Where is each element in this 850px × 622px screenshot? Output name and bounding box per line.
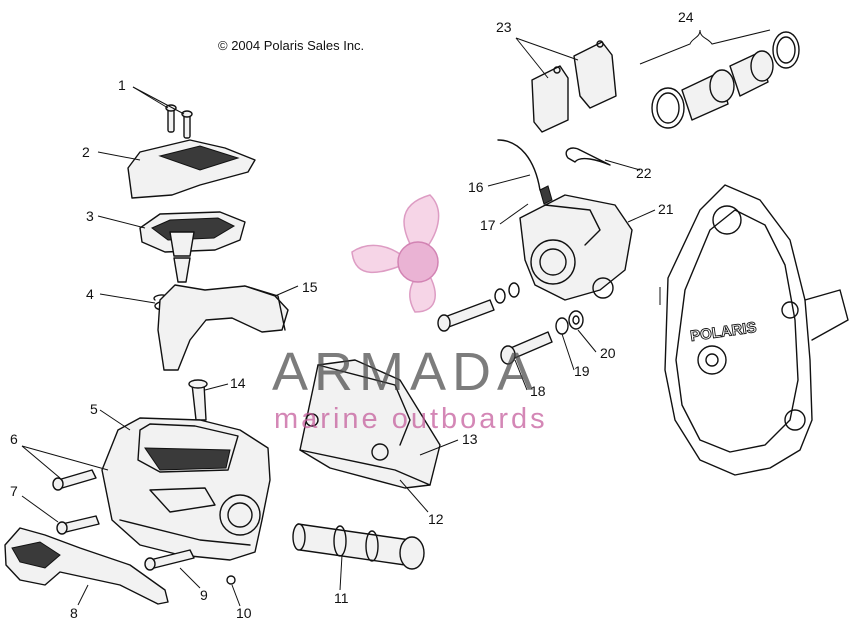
brand-mark: POLARIS bbox=[689, 319, 757, 345]
callout-22: 22 bbox=[636, 165, 652, 181]
part-1-screws bbox=[165, 104, 193, 139]
callout-17: 17 bbox=[480, 217, 496, 233]
callout-6: 6 bbox=[10, 431, 18, 447]
callout-20: 20 bbox=[600, 345, 616, 361]
leader-lines bbox=[21, 29, 771, 607]
callout-1: 1 bbox=[118, 77, 126, 93]
watermark-title: ARMADA bbox=[272, 342, 539, 402]
part-3-diaphragm bbox=[139, 211, 246, 283]
part-18-20-bolts-washers bbox=[437, 282, 584, 365]
callout-12: 12 bbox=[428, 511, 444, 527]
copyright-text: © 2004 Polaris Sales Inc. bbox=[218, 38, 364, 53]
callout-labels: 1 2 3 4 5 6 7 8 9 10 11 12 13 14 15 16 1… bbox=[10, 9, 694, 621]
callout-18: 18 bbox=[530, 383, 546, 399]
callout-11: 11 bbox=[334, 590, 349, 606]
watermark-logo bbox=[351, 194, 440, 313]
callout-7: 7 bbox=[10, 483, 18, 499]
part-16-brake-line bbox=[497, 139, 541, 191]
part-14-pin bbox=[188, 379, 208, 421]
part-24-cylinder-seals bbox=[651, 31, 800, 129]
callout-19: 19 bbox=[574, 363, 590, 379]
callout-16: 16 bbox=[468, 179, 484, 195]
part-6-screw bbox=[52, 469, 97, 491]
watermark-subtitle: marine outboards bbox=[274, 403, 548, 435]
part-10-nut bbox=[226, 575, 236, 585]
part-15-brake-lever bbox=[157, 284, 289, 371]
callout-4: 4 bbox=[86, 286, 94, 302]
callout-5: 5 bbox=[90, 401, 98, 417]
part-5-master-cylinder-body bbox=[101, 417, 271, 561]
part-23-brake-pads bbox=[531, 40, 617, 133]
callout-2: 2 bbox=[82, 144, 90, 160]
callout-9: 9 bbox=[200, 587, 208, 603]
part-22-spring-clip bbox=[565, 147, 611, 166]
callout-10: 10 bbox=[236, 605, 252, 621]
part-9-screw bbox=[144, 549, 195, 571]
part-7-screw bbox=[56, 515, 100, 535]
chaincase-cover: POLARIS bbox=[664, 184, 849, 476]
callout-3: 3 bbox=[86, 208, 94, 224]
callout-15: 15 bbox=[302, 279, 318, 295]
part-11-sleeve bbox=[292, 523, 425, 570]
part-2-reservoir-cover bbox=[127, 139, 256, 199]
callout-8: 8 bbox=[70, 605, 78, 621]
part-12-cover-plate bbox=[299, 359, 441, 489]
callout-14: 14 bbox=[230, 375, 246, 391]
callout-24: 24 bbox=[678, 9, 694, 25]
callout-23: 23 bbox=[496, 19, 512, 35]
part-8-hand-lever bbox=[4, 527, 169, 605]
callout-13: 13 bbox=[462, 431, 478, 447]
part-21-brake-caliper bbox=[519, 185, 633, 301]
callout-21: 21 bbox=[658, 201, 674, 217]
